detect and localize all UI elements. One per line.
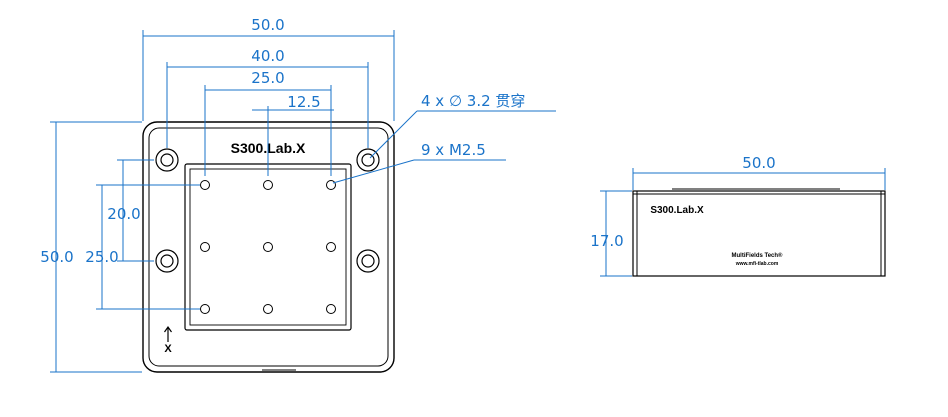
- svg-text:50.0: 50.0: [742, 154, 775, 172]
- dim-grid-pitch: 12.5: [252, 93, 334, 176]
- top-view: S300.Lab.X: [40, 16, 556, 373]
- brand-name: MultiFields Tech®: [732, 252, 784, 259]
- svg-text:17.0: 17.0: [590, 232, 623, 250]
- threaded-hole: [263, 304, 273, 314]
- svg-text:50.0: 50.0: [251, 16, 284, 34]
- svg-text:25.0: 25.0: [85, 248, 118, 266]
- through-hole: [356, 249, 380, 273]
- x-axis-label: X: [164, 343, 172, 355]
- dim-overall-height: 50.0: [40, 121, 142, 373]
- svg-text:12.5: 12.5: [287, 93, 320, 111]
- svg-text:9 x M2.5: 9 x M2.5: [421, 141, 486, 159]
- dim-side-height: 17.0: [590, 190, 632, 277]
- threaded-hole-grid: [200, 180, 336, 314]
- dim-overall-width: 50.0: [142, 16, 395, 121]
- svg-text:25.0: 25.0: [251, 69, 284, 87]
- through-hole: [155, 249, 179, 273]
- callout-through-holes: 4 x ∅ 3.2 贯穿: [369, 92, 556, 159]
- svg-text:40.0: 40.0: [251, 47, 284, 65]
- svg-text:50.0: 50.0: [40, 248, 73, 266]
- brand-url: www.mfi-tlab.com: [735, 261, 779, 267]
- sample-plate-inner: [189, 168, 347, 326]
- dim-vertical-span: 25.0: [85, 184, 200, 310]
- side-view-model-label: S300.Lab.X: [650, 205, 704, 216]
- threaded-hole: [200, 304, 210, 314]
- dim-hole-spacing-outer: 40.0: [166, 47, 369, 148]
- svg-text:4 x ∅ 3.2 贯穿: 4 x ∅ 3.2 贯穿: [421, 92, 525, 110]
- through-hole: [155, 148, 179, 172]
- dim-grid-span: 25.0: [204, 69, 332, 176]
- side-view: S300.Lab.X MultiFields Tech® www.mfi-tla…: [590, 154, 886, 277]
- through-hole: [356, 148, 380, 172]
- side-view-body: [632, 190, 886, 277]
- threaded-hole: [326, 180, 336, 190]
- x-axis-arrow-icon: [164, 325, 172, 342]
- callout-threaded-holes: 9 x M2.5: [332, 141, 506, 184]
- svg-text:20.0: 20.0: [107, 205, 140, 223]
- dim-side-width: 50.0: [632, 154, 886, 190]
- threaded-hole: [200, 242, 210, 252]
- threaded-hole: [263, 242, 273, 252]
- threaded-hole: [200, 180, 210, 190]
- threaded-hole: [326, 242, 336, 252]
- threaded-hole: [326, 304, 336, 314]
- dim-vertical-offset: 20.0: [107, 159, 154, 262]
- threaded-hole: [263, 180, 273, 190]
